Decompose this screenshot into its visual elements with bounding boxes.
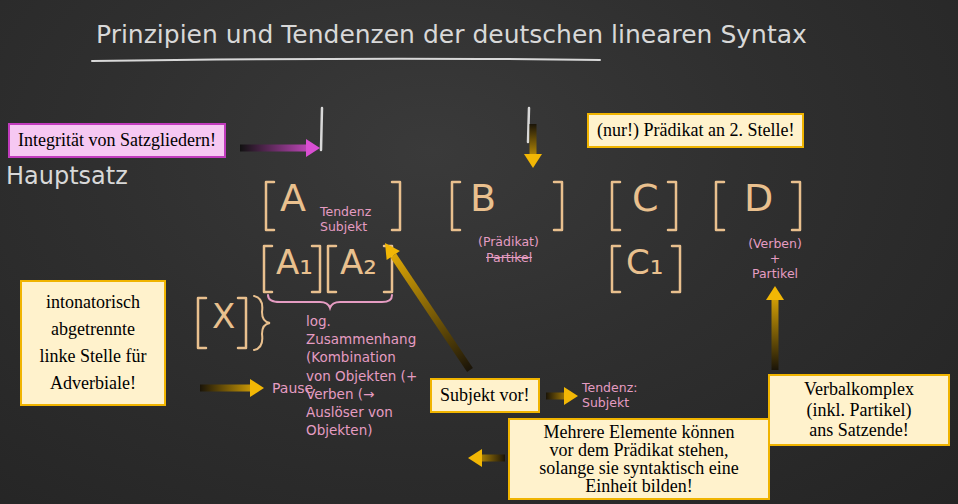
principle-callout: Integrität von Satzgliedern!: [8, 123, 226, 158]
arrow-head: [564, 387, 578, 405]
bracket: [672, 246, 680, 292]
field-letter: A: [280, 176, 306, 222]
arrow-head: [766, 286, 784, 300]
bracket: [392, 182, 400, 230]
chalk-note: Tendenz: Subjekt: [582, 380, 644, 410]
chalk-note: Partikel: [486, 250, 532, 265]
callout-text: Subjekt vor!: [440, 385, 530, 406]
arrow-head: [468, 449, 482, 467]
bracket: [612, 182, 620, 230]
bracket: [312, 246, 320, 292]
field-letter: B: [470, 176, 496, 222]
note-callout: Subjekt vor!: [430, 378, 540, 413]
arrow-shaft: [530, 124, 537, 154]
bracket: [716, 182, 724, 230]
arrow-head: [524, 154, 542, 168]
bracket: [612, 246, 620, 292]
chalk-note: Tendenz Subjekt: [320, 204, 382, 234]
bracket: [198, 298, 206, 348]
arrow-shaft: [546, 393, 564, 400]
callout-arrows: [200, 124, 784, 467]
chalk-note: (Verben) + Partikel: [746, 236, 804, 281]
bracket: [452, 182, 460, 230]
field-letter: D: [744, 176, 773, 222]
position-bar: [528, 108, 529, 142]
callout-text: Integrität von Satzgliedern!: [18, 130, 216, 151]
callout-text: Mehrere Elemente können vor dem Prädikat…: [534, 423, 744, 495]
bracket: [792, 182, 800, 230]
position-bar: [321, 108, 322, 150]
arrow-shaft: [200, 385, 250, 392]
note-callout: Verbalkomplex (inkl. Partikel) ans Satze…: [768, 374, 950, 446]
arrow-head: [385, 243, 400, 260]
arrow-head: [250, 379, 264, 397]
callout-text: (nur!) Prädikat an 2. Stelle!: [597, 120, 794, 141]
chalk-heading: Hauptsatz: [6, 162, 128, 191]
callout-text: intonatorisch abgetrennte linke Stelle f…: [35, 289, 151, 397]
bracket: [554, 182, 562, 230]
arrow-shaft: [772, 300, 779, 370]
callout-text: Verbalkomplex (inkl. Partikel) ans Satze…: [798, 379, 920, 441]
chalk-note: log. Zusammenhang (Kombination von Objek…: [306, 312, 420, 440]
field-letter: C₁: [626, 242, 663, 283]
curly-brace: [254, 296, 270, 350]
bracket: [668, 182, 676, 230]
title-underline: [92, 59, 600, 61]
arrow-head: [306, 139, 320, 157]
bracket: [238, 298, 246, 348]
bracket: [264, 246, 272, 292]
field-letter: A₂: [340, 242, 377, 283]
field-letter: A₁: [276, 242, 313, 283]
note-callout: (nur!) Prädikat an 2. Stelle!: [587, 113, 804, 148]
field-letter: X: [212, 296, 235, 337]
field-letter: C: [632, 176, 659, 222]
bracket: [328, 246, 336, 292]
arrow-shaft: [482, 455, 505, 462]
board-title: Prinzipien und Tendenzen der deutschen l…: [96, 20, 807, 50]
under-brace: [268, 295, 392, 308]
chalk-note: (Prädikat): [478, 234, 539, 249]
note-callout: intonatorisch abgetrennte linke Stelle f…: [20, 280, 166, 406]
note-callout: Mehrere Elemente können vor dem Prädikat…: [508, 418, 770, 500]
arrow-shaft: [240, 145, 306, 152]
bracket: [266, 182, 274, 230]
arrow-shaft: [393, 256, 470, 371]
chalk-note: Pause: [272, 380, 313, 397]
